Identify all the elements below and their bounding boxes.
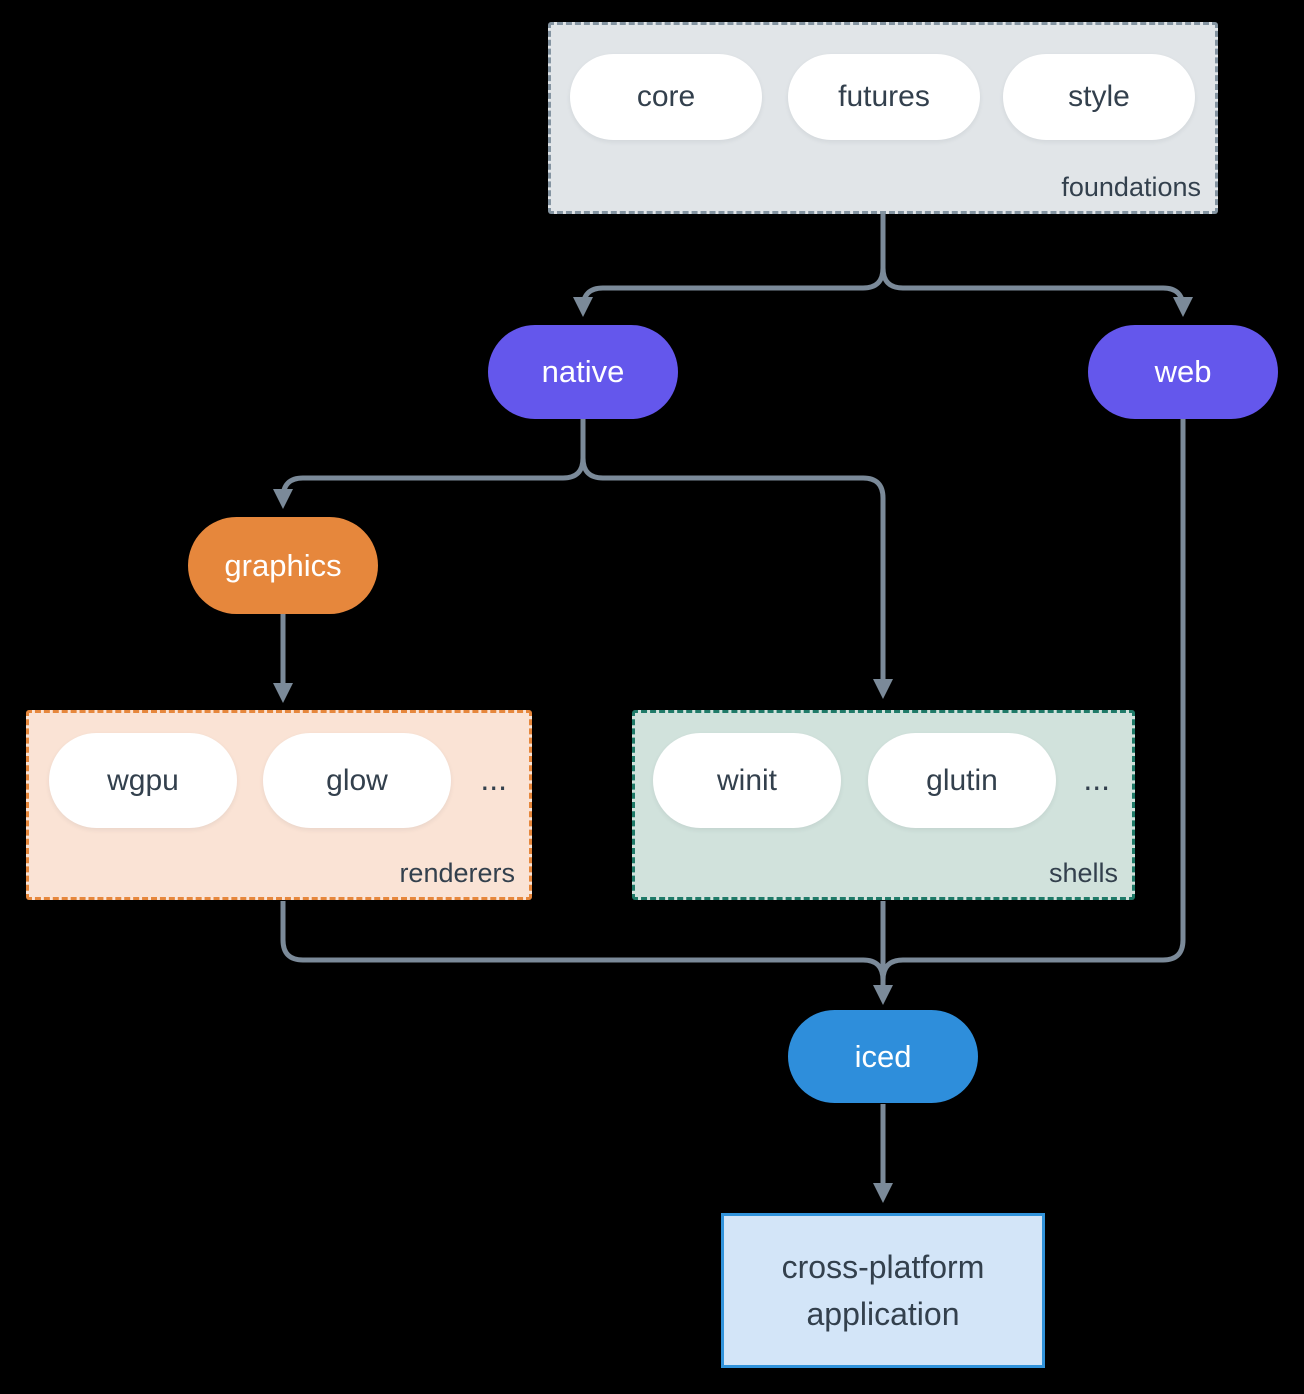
edge-renderers-merge	[280, 901, 886, 981]
node-iced-label: iced	[854, 1038, 912, 1074]
node-web-label: web	[1154, 354, 1212, 389]
node-native-label: native	[541, 354, 625, 389]
node-web: web	[1088, 325, 1278, 419]
renderers-group: wgpu glow ... renderers	[26, 710, 532, 900]
node-winit-label: winit	[716, 763, 777, 797]
node-core-label: core	[636, 80, 696, 113]
cross-platform-application-label: cross-platform application	[781, 1249, 985, 1332]
cross-platform-application-box: cross-platform application	[721, 1213, 1045, 1368]
node-style-label: style	[1068, 80, 1130, 113]
shells-group: winit glutin ... shells	[632, 710, 1135, 900]
node-futures: futures	[788, 54, 980, 140]
node-wgpu: wgpu	[49, 733, 237, 828]
shells-group-label: shells	[1048, 858, 1118, 888]
node-graphics-label: graphics	[224, 547, 342, 583]
node-glutin: glutin	[868, 733, 1056, 828]
node-core: core	[570, 54, 762, 140]
node-winit: winit	[653, 733, 841, 828]
node-iced: iced	[788, 1010, 978, 1103]
foundations-group-label: foundations	[1061, 172, 1201, 202]
renderers-ellipsis: ...	[480, 761, 507, 797]
node-glow-label: glow	[326, 763, 388, 797]
node-wgpu-label: wgpu	[107, 763, 179, 797]
edge-native-graphics	[273, 419, 586, 509]
shells-ellipsis: ...	[1083, 761, 1110, 797]
node-glow: glow	[263, 733, 451, 828]
renderers-group-label: renderers	[399, 858, 515, 888]
node-glutin-label: glutin	[926, 763, 998, 797]
node-style: style	[1003, 54, 1195, 140]
node-futures-label: futures	[838, 80, 930, 113]
node-native: native	[488, 325, 678, 419]
edge-foundations-web	[880, 214, 1193, 317]
edge-native-shells	[580, 419, 893, 699]
node-graphics: graphics	[188, 517, 378, 614]
foundations-group: core futures style foundations	[548, 22, 1218, 214]
edge-foundations-native	[573, 214, 886, 317]
